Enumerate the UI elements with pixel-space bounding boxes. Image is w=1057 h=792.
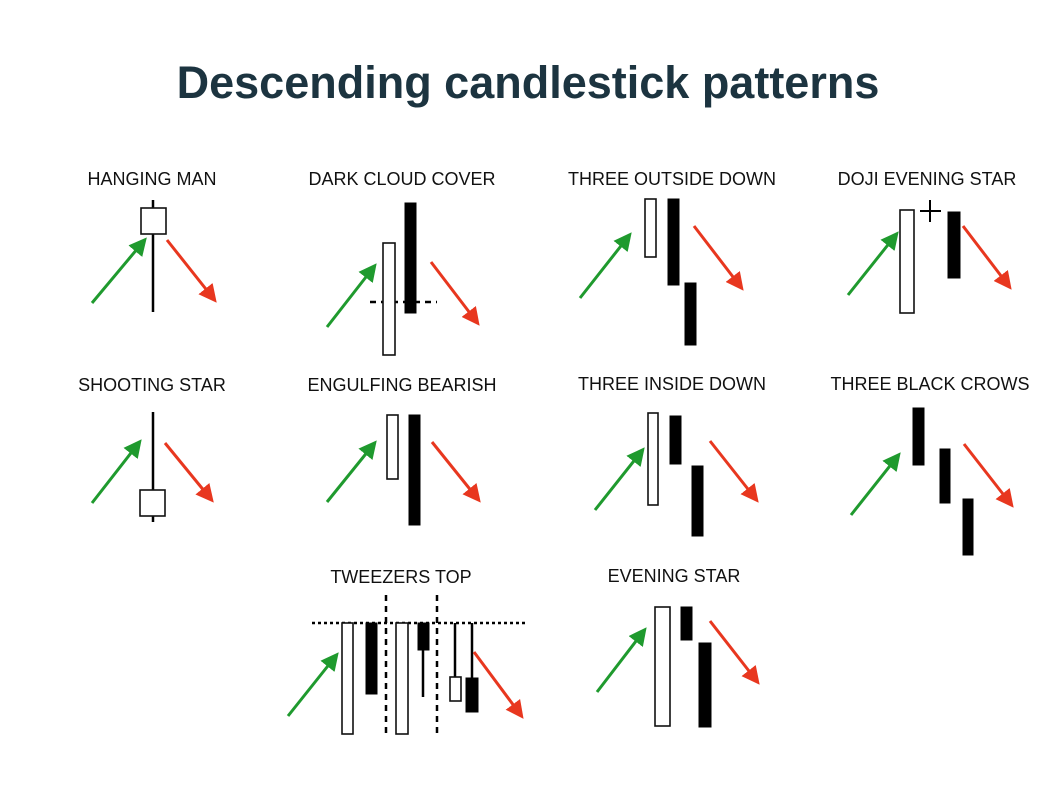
red-down-arrow-icon — [430, 441, 481, 503]
pattern-label: EVENING STAR — [608, 566, 741, 586]
pattern-evening-star: EVENING STAR — [595, 566, 760, 728]
pattern-three-outside-down: THREE OUTSIDE DOWN — [568, 169, 776, 346]
green-up-arrow-icon — [593, 447, 645, 511]
red-down-arrow-icon — [961, 225, 1012, 290]
white-candle — [395, 622, 409, 735]
pattern-dark-cloud-cover: DARK CLOUD COVER — [308, 169, 496, 356]
black-candle — [912, 407, 925, 466]
page-title: Descending candlestick patterns — [177, 57, 880, 108]
red-down-arrow-icon — [472, 651, 524, 719]
black-candle — [465, 677, 479, 713]
black-candle — [698, 642, 712, 728]
pattern-label: DOJI EVENING STAR — [838, 169, 1017, 189]
black-candle — [365, 622, 378, 695]
green-up-arrow-icon — [595, 627, 647, 693]
red-down-arrow-icon — [708, 440, 759, 503]
black-candle — [417, 622, 430, 651]
pattern-label: HANGING MAN — [87, 169, 216, 189]
white-candle — [644, 198, 657, 258]
red-down-arrow-icon — [165, 239, 217, 303]
pattern-shooting-star: SHOOTING STAR — [78, 375, 226, 522]
white-candle — [449, 676, 462, 702]
red-down-arrow-icon — [429, 261, 480, 326]
black-candle — [404, 202, 417, 314]
black-candle — [962, 498, 974, 556]
red-down-arrow-icon — [692, 225, 744, 291]
pattern-hanging-man: HANGING MAN — [87, 169, 217, 312]
black-candle — [667, 198, 680, 286]
black-candle — [680, 606, 693, 641]
pattern-three-inside-down: THREE INSIDE DOWN — [578, 374, 766, 537]
black-candle — [684, 282, 697, 346]
green-up-arrow-icon — [325, 263, 377, 328]
black-candle — [947, 211, 961, 279]
pattern-label: TWEEZERS TOP — [330, 567, 471, 587]
black-candle — [691, 465, 704, 537]
pattern-engulfing-bearish: ENGULFING BEARISH — [307, 375, 497, 526]
pattern-label: THREE BLACK CROWS — [830, 374, 1029, 394]
red-down-arrow-icon — [708, 620, 760, 685]
white-candle — [899, 209, 915, 314]
green-up-arrow-icon — [90, 439, 142, 504]
white-candle — [386, 414, 399, 480]
white-candle — [140, 207, 167, 235]
white-candle — [382, 242, 396, 356]
black-candle — [939, 448, 951, 504]
pattern-label: THREE OUTSIDE DOWN — [568, 169, 776, 189]
pattern-doji-evening-star: DOJI EVENING STAR — [838, 169, 1017, 314]
green-up-arrow-icon — [90, 237, 147, 304]
black-candle — [669, 415, 682, 465]
white-candle — [654, 606, 671, 727]
green-up-arrow-icon — [325, 440, 377, 503]
red-down-arrow-icon — [163, 442, 214, 503]
black-candle — [408, 414, 421, 526]
green-up-arrow-icon — [578, 232, 632, 299]
green-up-arrow-icon — [849, 452, 901, 516]
green-up-arrow-icon — [286, 652, 339, 717]
doji-cross-icon — [920, 200, 941, 222]
white-candle — [341, 622, 354, 735]
pattern-label: ENGULFING BEARISH — [307, 375, 496, 395]
green-up-arrow-icon — [846, 231, 899, 296]
pattern-label: THREE INSIDE DOWN — [578, 374, 766, 394]
pattern-three-black-crows: THREE BLACK CROWS — [830, 374, 1030, 556]
red-down-arrow-icon — [962, 443, 1014, 508]
pattern-label: DARK CLOUD COVER — [308, 169, 495, 189]
pattern-tweezers-top: TWEEZERS TOP — [286, 567, 525, 738]
pattern-label: SHOOTING STAR — [78, 375, 226, 395]
white-candle — [139, 489, 166, 517]
white-candle — [647, 412, 659, 506]
